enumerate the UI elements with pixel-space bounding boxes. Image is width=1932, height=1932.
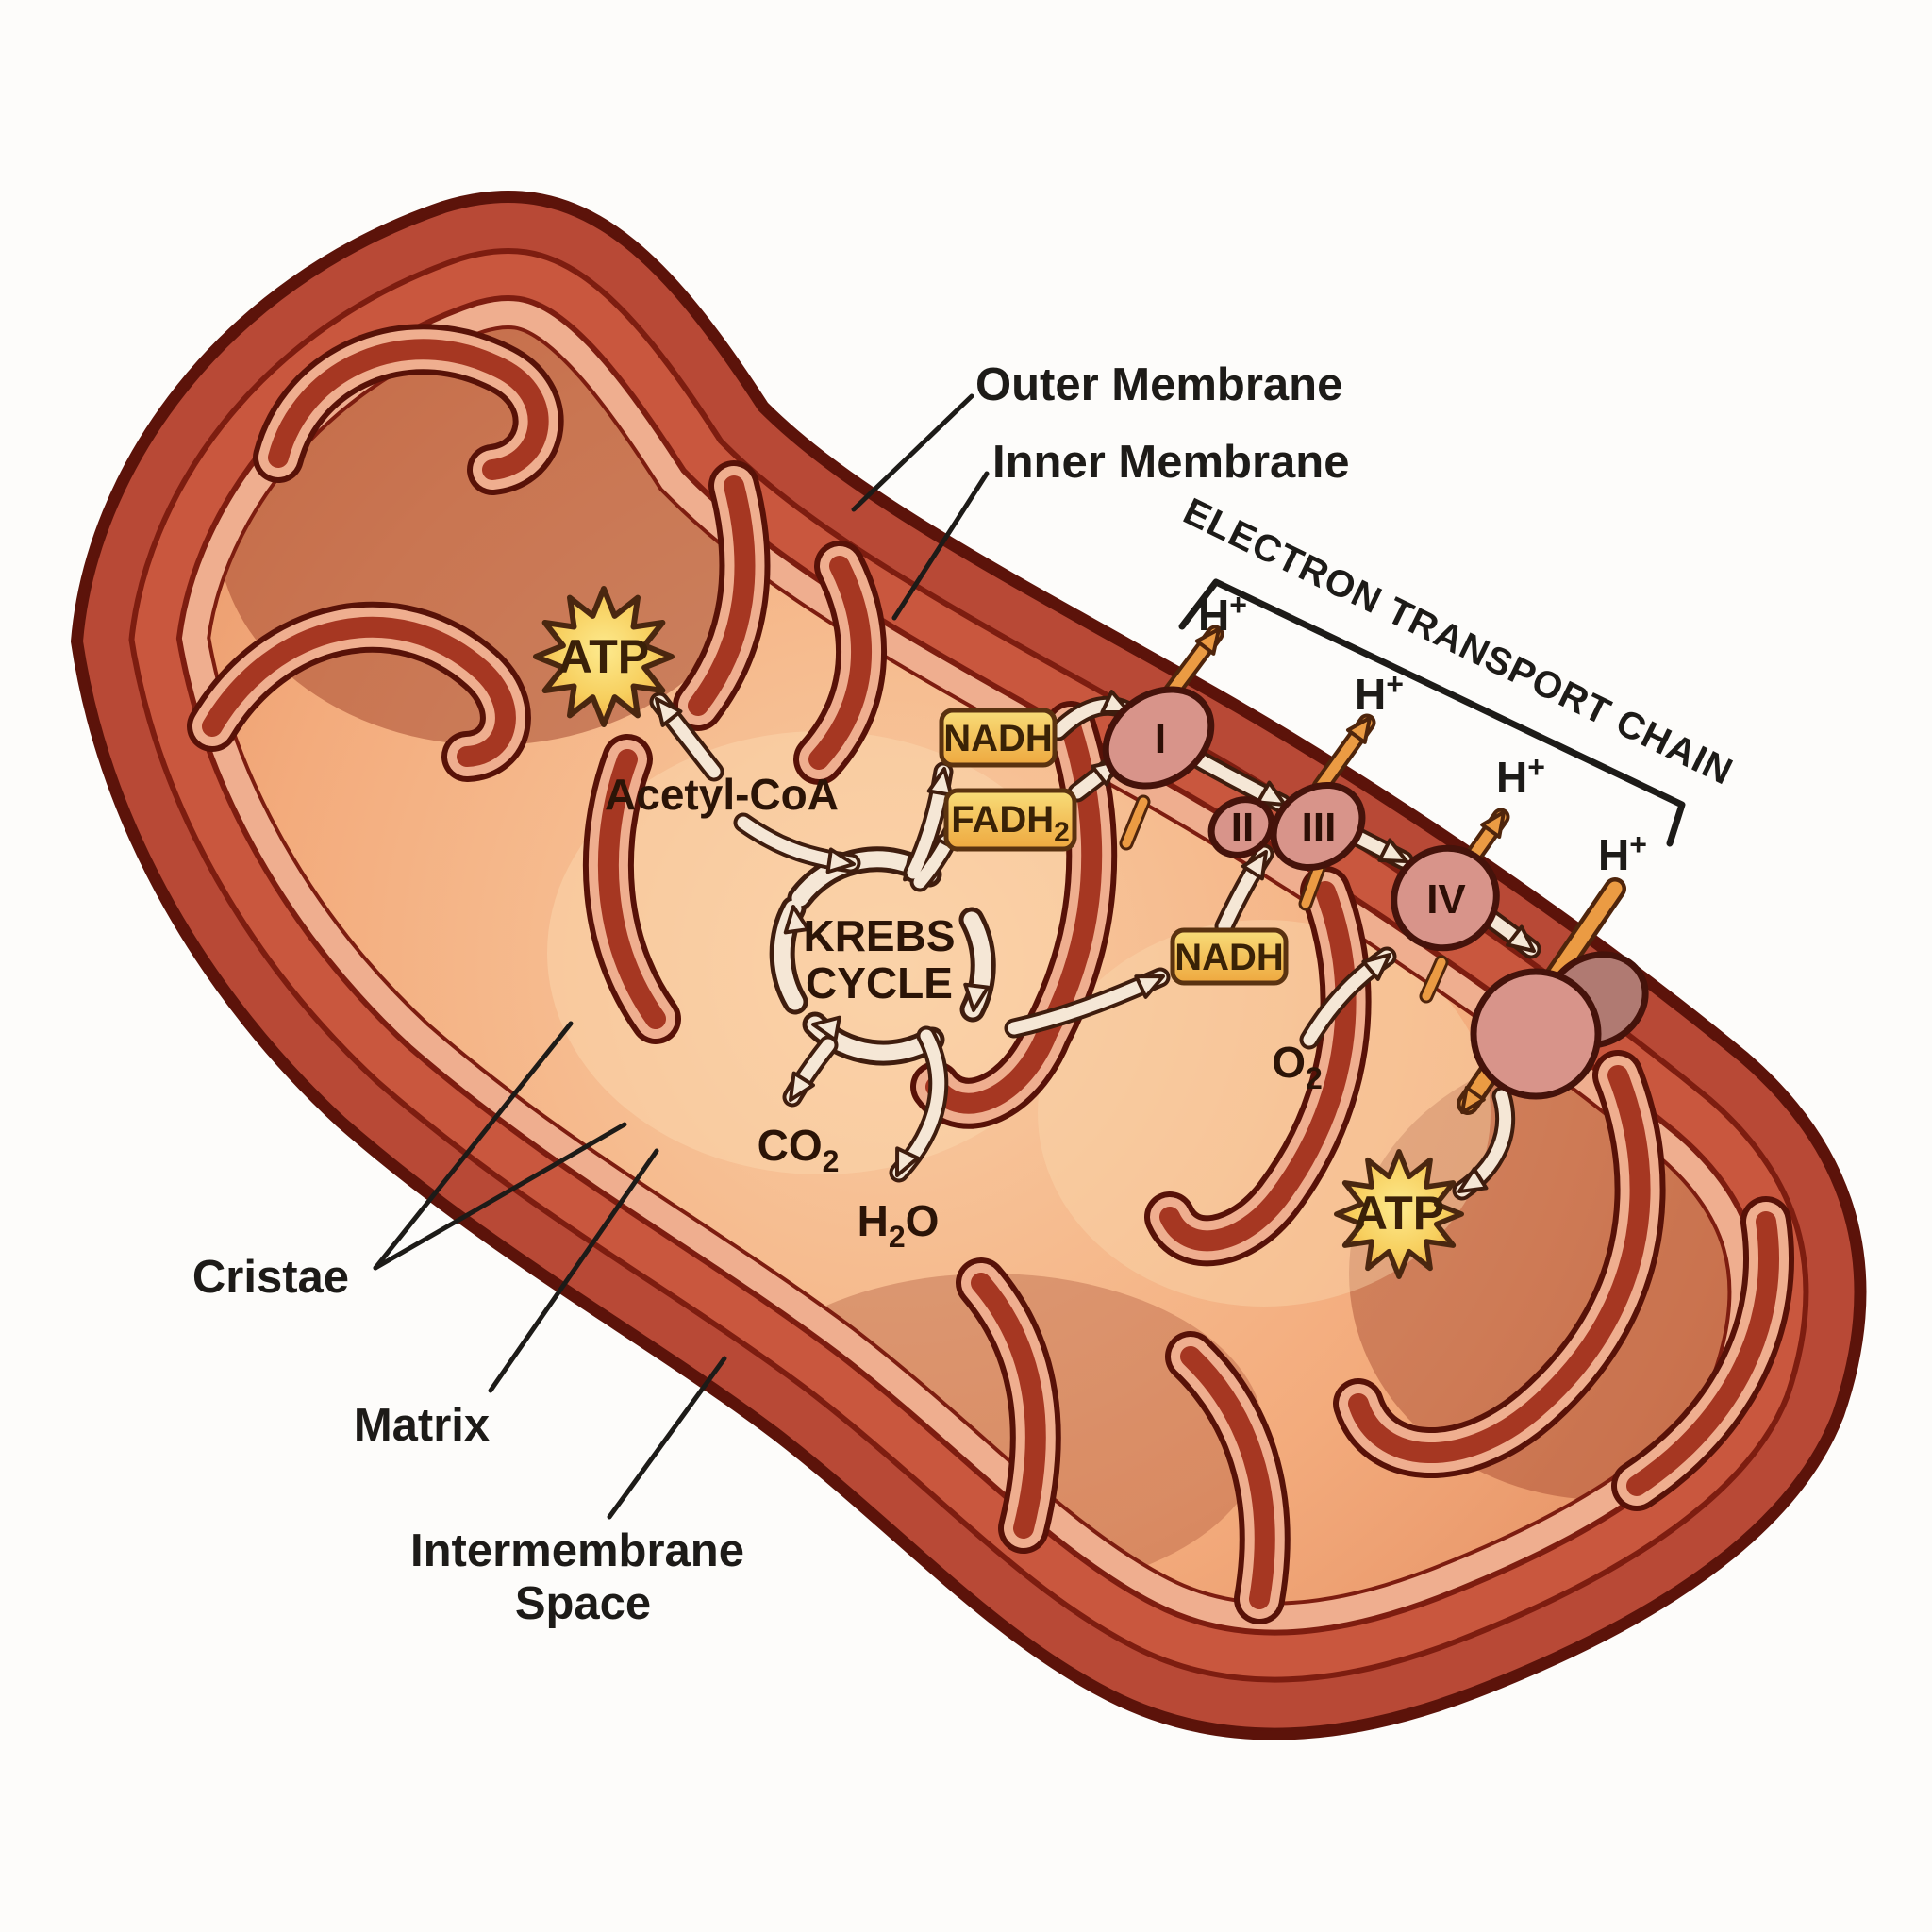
acetyl-coa-label: Acetyl-CoA <box>605 770 839 819</box>
complex-1-label: I <box>1155 716 1166 762</box>
o2-label: O2 <box>1272 1038 1323 1095</box>
nadh-label-2: NADH <box>1174 937 1284 978</box>
cofactor-boxes <box>939 708 1289 986</box>
outer-membrane-label: Outer Membrane <box>975 359 1342 410</box>
etc-complexes <box>1102 686 1649 1100</box>
fadh2-box <box>943 788 1077 852</box>
cristae-leader-2 <box>373 1122 627 1271</box>
atp-label-2: ATP <box>1354 1187 1444 1240</box>
h-plus-label-3: H+ <box>1496 750 1545 802</box>
matrix-leader <box>488 1148 659 1393</box>
co2-label: CO2 <box>758 1121 840 1178</box>
complex-3-shape <box>1270 781 1366 872</box>
intermembrane-space-label-line1: Intermembrane <box>410 1525 744 1576</box>
intermembrane-leader <box>607 1356 727 1520</box>
atp-synthase-head <box>1470 968 1602 1100</box>
nadh-box-2 <box>1170 927 1289 986</box>
cristae-leader-1 <box>373 1021 574 1271</box>
complex-3-label: III <box>1302 805 1337 851</box>
complex-4-label: IV <box>1426 876 1466 923</box>
h-plus-label-4: H+ <box>1598 827 1647 879</box>
intermembrane-space-label-line2: Space <box>515 1578 651 1629</box>
krebs-cycle-label-line2: CYCLE <box>806 958 953 1008</box>
annotation-leaders <box>373 393 990 1520</box>
krebs-cycle-label-line1: KREBS <box>803 911 955 960</box>
complex-2-shape <box>1208 796 1275 858</box>
complex-4-shape <box>1391 844 1500 952</box>
inner-membrane-leader <box>891 471 990 621</box>
complex-2-label: II <box>1231 805 1254 851</box>
inner-membrane-label: Inner Membrane <box>992 437 1349 488</box>
h-plus-label-1: H+ <box>1198 588 1247 640</box>
nadh-label-1: NADH <box>943 718 1053 759</box>
cristae-label: Cristae <box>192 1252 349 1303</box>
atp-label-1: ATP <box>558 630 649 683</box>
h-plus-label-2: H+ <box>1355 667 1404 719</box>
fadh2-label: FADH2 <box>951 799 1070 848</box>
h2o-label: H2O <box>858 1196 940 1254</box>
nadh-box-1 <box>939 708 1058 768</box>
matrix-label: Matrix <box>354 1400 490 1451</box>
outer-membrane-leader <box>851 393 974 512</box>
complex-1-shape <box>1102 686 1215 790</box>
etc-bracket <box>1178 578 1686 847</box>
